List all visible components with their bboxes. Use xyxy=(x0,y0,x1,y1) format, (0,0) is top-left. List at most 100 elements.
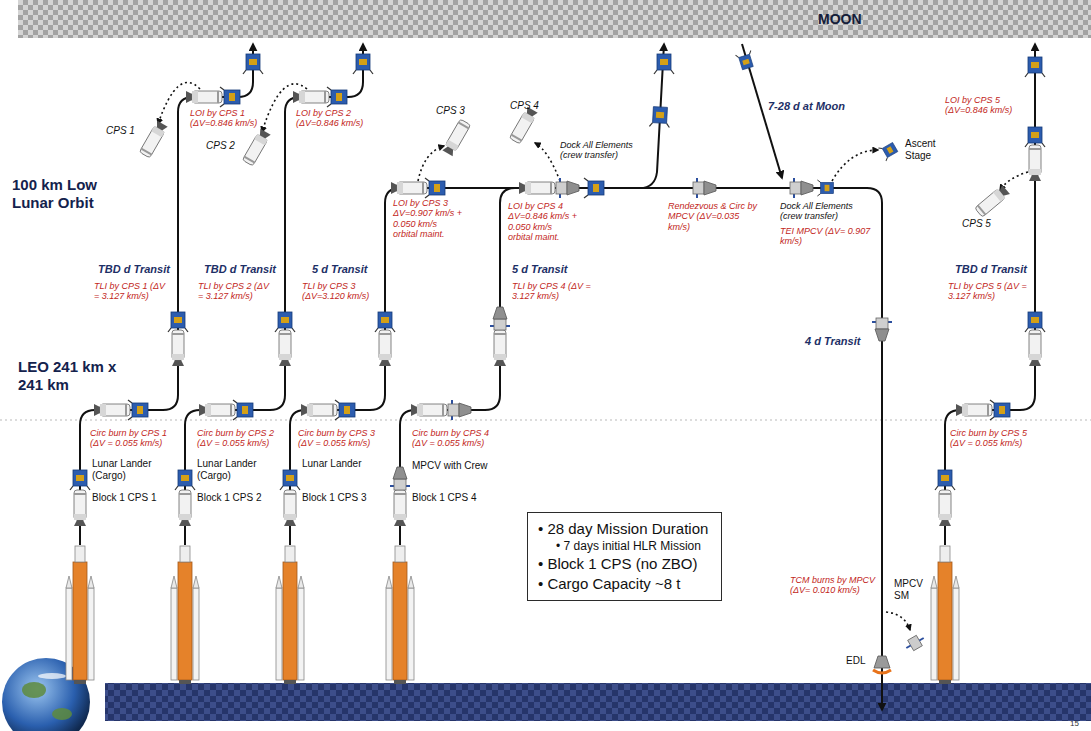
cps-icon xyxy=(525,182,555,194)
page-number: 15 xyxy=(1070,719,1079,728)
mpcv-icon xyxy=(556,178,579,198)
burn-label: TEI MPCV (ΔV= 0.907 km/s) xyxy=(780,226,872,247)
lander-icon xyxy=(237,403,253,417)
sls-rocket xyxy=(931,588,937,680)
burn-label: TLI by CPS 2 (ΔV = 3.127 km/s) xyxy=(198,281,276,302)
lander-icon xyxy=(243,70,246,74)
cps-icon xyxy=(205,404,235,416)
earth-globe xyxy=(22,682,46,698)
element-label: Block 1 CPS 2 xyxy=(197,492,261,504)
lander-icon xyxy=(233,400,253,420)
lander-icon xyxy=(882,142,898,157)
sls-rocket xyxy=(408,576,414,588)
lander-icon xyxy=(1042,73,1045,77)
element-label: Lunar Lander (Cargo) xyxy=(197,458,259,481)
event-label: Dock All Elements (crew transfer) xyxy=(780,201,868,222)
trajectory-line xyxy=(400,188,515,545)
cps-icon xyxy=(172,330,184,366)
sls-rocket xyxy=(193,588,199,680)
sls-rocket xyxy=(276,576,282,588)
cps-icon xyxy=(205,404,211,416)
lander-icon xyxy=(653,107,668,124)
cps-icon xyxy=(379,330,391,360)
cps-icon xyxy=(284,520,296,526)
lander-icon xyxy=(938,470,952,486)
lander-icon xyxy=(1042,328,1045,332)
cps-icon xyxy=(1029,354,1041,360)
cps-icon xyxy=(74,514,86,520)
lander-icon xyxy=(994,403,1010,417)
sls-rocket xyxy=(386,576,392,588)
cps-icon xyxy=(279,333,291,335)
lander-icon xyxy=(344,406,350,414)
cps-icon xyxy=(1029,333,1041,335)
cps-icon xyxy=(394,490,406,526)
transit-label: 4 d Transit xyxy=(805,335,860,348)
burn-label: TLI by CPS 3 (ΔV=3.120 km/s) xyxy=(302,281,374,302)
mpcv-icon xyxy=(459,403,471,417)
cps-icon xyxy=(199,404,235,416)
spacecraft-icons xyxy=(70,50,1045,673)
cps-icon xyxy=(279,360,291,366)
lander-icon xyxy=(76,475,84,481)
burn-label: TLI by CPS 5 (ΔV = 3.127 km/s) xyxy=(948,281,1028,302)
cps-icon xyxy=(956,404,992,416)
lander-icon xyxy=(260,70,263,74)
jettison-arrow xyxy=(886,612,910,630)
cps-icon xyxy=(379,333,391,335)
mpcv-icon xyxy=(790,178,813,198)
element-label: EDL xyxy=(846,655,865,667)
sls-rocket xyxy=(298,576,304,588)
cps-icon xyxy=(172,354,184,360)
sls-rocket xyxy=(66,576,72,588)
lander-icon xyxy=(168,312,188,332)
lander-icon xyxy=(70,486,73,490)
cps-icon xyxy=(391,182,397,194)
summary-bullet: • 28 day Mission Duration xyxy=(538,519,711,539)
lander-icon xyxy=(286,475,294,481)
sls-rocket xyxy=(171,588,177,680)
cps-icon xyxy=(411,404,417,416)
cps-icon xyxy=(94,404,100,416)
lander-icon xyxy=(878,141,898,161)
cps-icon xyxy=(332,404,334,416)
lander-icon xyxy=(283,470,297,486)
stage-label: CPS 5 xyxy=(962,218,991,230)
lander-icon xyxy=(1042,143,1045,147)
element-label: Lunar Lander xyxy=(302,458,362,470)
cps-icon xyxy=(100,404,130,416)
sls-rocket xyxy=(283,562,297,680)
cps-icon xyxy=(284,493,296,495)
lander-icon xyxy=(73,470,87,486)
sls-rocket xyxy=(408,588,414,680)
cps-icon xyxy=(411,404,447,416)
sls-rocket xyxy=(193,576,199,588)
sls-rocket xyxy=(931,546,959,684)
lander-icon xyxy=(429,181,445,195)
lander-icon xyxy=(739,54,753,70)
cps-icon xyxy=(293,91,299,103)
cps-icon xyxy=(494,330,506,360)
lander-icon xyxy=(168,328,171,332)
lander-icon xyxy=(584,178,588,181)
lander-icon xyxy=(990,417,994,420)
burn-label: Circ burn by CPS 4 (ΔV = 0.055 km/s) xyxy=(412,428,494,449)
cps-icon xyxy=(186,91,192,103)
lander-icon xyxy=(192,486,195,490)
sm-icon xyxy=(906,646,910,649)
mpcv-icon xyxy=(875,329,889,341)
element-label: Block 1 CPS 4 xyxy=(412,492,476,504)
cps-icon xyxy=(299,91,329,103)
transit-label: 5 d Transit xyxy=(512,263,567,276)
sls-rocket xyxy=(66,588,72,680)
lander-icon xyxy=(649,106,670,127)
cps-icon xyxy=(525,182,531,194)
element-label: Lunar Lander (Cargo) xyxy=(92,458,154,481)
lander-icon xyxy=(990,400,994,403)
cps-icon xyxy=(74,490,86,520)
summary-bullet: • Cargo Capacity ~8 t xyxy=(538,574,711,594)
element-label: Ascent Stage xyxy=(905,138,943,161)
lander-icon xyxy=(327,87,331,90)
burn-label: Circ burn by CPS 2 (ΔV = 0.055 km/s) xyxy=(197,428,281,449)
sls-rocket xyxy=(75,546,85,562)
